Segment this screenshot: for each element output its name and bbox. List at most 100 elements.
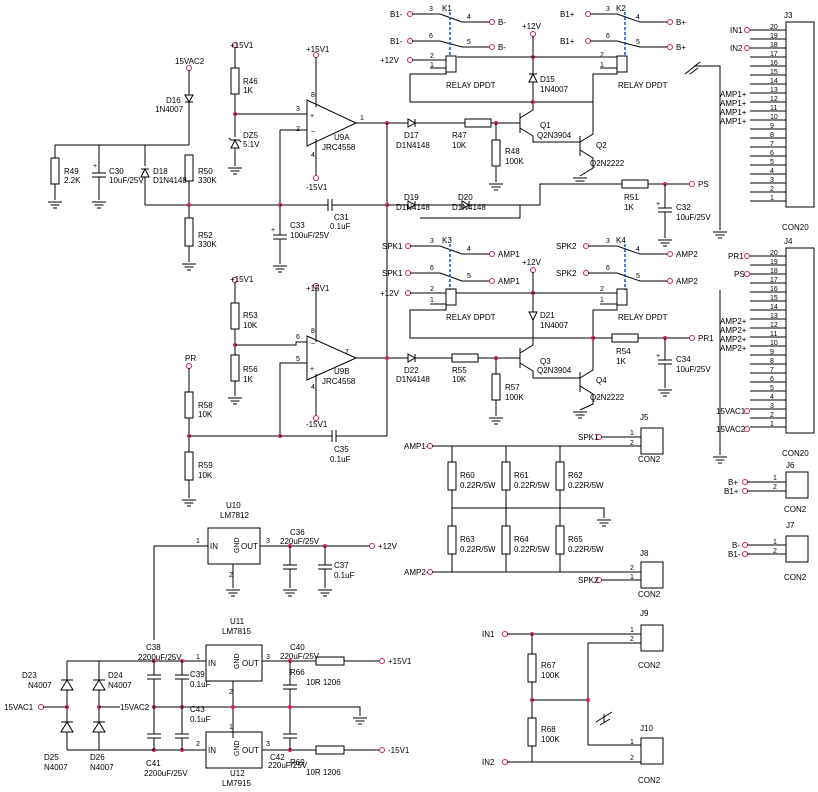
d21-diode [528, 311, 538, 322]
j8-value: CON2 [638, 590, 661, 599]
j3pins-pin-number: 4 [770, 168, 774, 175]
j4pins-pin-number: 5 [770, 385, 774, 392]
j4pins-pin-number: 4 [770, 394, 774, 401]
svg-text:1: 1 [196, 654, 200, 661]
svg-text:2: 2 [229, 572, 233, 579]
svg-text:OUT: OUT [242, 746, 259, 755]
q3-transistor [519, 362, 580, 379]
u10-value: LM7812 [220, 511, 249, 520]
d21-ref: D21 [540, 311, 555, 320]
svg-text:6: 6 [430, 265, 434, 272]
svg-text:3: 3 [296, 106, 300, 113]
u9a-comparator: +15V1 R46 1K DZ5 5.1V + − 3 2 1 8 4 U9A … [227, 41, 408, 436]
u9a-value: JRC4558 [322, 143, 356, 152]
j9-body [640, 624, 664, 652]
svg-text:2: 2 [630, 565, 634, 572]
output-shunt-network: AMP1- SPK1 1 2 J5 CON2 R60 0.22R/5W R61 … [404, 413, 664, 599]
j3pins-pin-number: 10 [770, 114, 778, 121]
svg-text:1: 1 [630, 430, 634, 437]
j4pins-pin-number: 13 [770, 313, 778, 320]
svg-text:1: 1 [430, 297, 434, 304]
r59-resistor [184, 451, 194, 481]
vac2-bridge-label: 15VAC2 [120, 703, 150, 712]
u11-ref: U11 [230, 617, 245, 626]
c37-ref: C37 [334, 561, 349, 570]
j4pins-pin-number: 18 [770, 268, 778, 275]
j4pins-pin-number: 8 [770, 358, 774, 365]
r49-resistor [50, 157, 60, 185]
k4-spk2-label: SPK2 [556, 242, 577, 251]
k4-vcc-label: +12V [522, 258, 542, 267]
u9b-comparator: +15V1 R53 10K R56 1K − + 6 5 7 8 4 U9B J… [181, 275, 714, 507]
q4-transistor [579, 385, 594, 411]
amp1m-label: AMP1- [404, 442, 429, 451]
pr1-output-pin[interactable] [689, 335, 695, 341]
d26-ref: D26 [90, 753, 105, 762]
k3-label: RELAY DPDT [446, 313, 496, 322]
d23-value: N4007 [28, 681, 52, 690]
d20-ref: D20 [458, 193, 473, 202]
r56-ref: R56 [243, 365, 258, 374]
d25-diode [60, 721, 74, 733]
d20-diode [461, 200, 471, 210]
svg-text:4: 4 [467, 246, 471, 253]
c31-ref: C31 [334, 213, 349, 222]
j6-ref: J6 [786, 461, 795, 470]
svg-text:2: 2 [773, 484, 777, 491]
r51-value: 1K [624, 203, 634, 212]
u12-value: LM7915 [222, 779, 251, 788]
r53-ref: R53 [243, 311, 258, 320]
svg-text:2: 2 [196, 741, 200, 748]
j4pins-pin-number: 6 [770, 376, 774, 383]
u10-ref: U10 [226, 501, 241, 510]
j3-value: CON20 [782, 223, 809, 232]
q1-ref: Q1 [540, 121, 551, 130]
r52-ref: R52 [198, 231, 213, 240]
r68-value: 100K [541, 735, 560, 744]
vac2-input-pin[interactable] [186, 65, 192, 71]
j4-vac1-label: 15VAC1 [716, 407, 746, 416]
pr1-label: PR1 [698, 334, 714, 343]
j4pins-pin-number: 10 [770, 340, 778, 347]
vac-sense-circuit: 15VAC2 D16 1N4007 R49 2.2K + C30 10uF/25… [47, 57, 280, 271]
j3pins-pin-number: 14 [770, 78, 778, 85]
k1-bm-label-2: B- [498, 43, 506, 52]
svg-text:8: 8 [311, 328, 315, 335]
j4pins-pin-number: 7 [770, 367, 774, 374]
j3pins-pin-number: 7 [770, 141, 774, 148]
j6-bp-label: B+ [728, 478, 738, 487]
svg-text:+: + [656, 201, 660, 208]
u11-value: LM7815 [222, 627, 251, 636]
r55-ref: R55 [452, 366, 467, 375]
dz5-value: 5.1V [243, 140, 260, 149]
svg-text:4: 4 [467, 14, 471, 21]
ps-output-pin[interactable] [689, 181, 695, 187]
j3pins-pin-number: 13 [770, 87, 778, 94]
j4-vac2-label: 15VAC2 [716, 425, 746, 434]
d15-value: 1N4007 [540, 85, 569, 94]
k2-relay-coil [616, 55, 628, 73]
r63-value: 0.22R/5W [460, 545, 496, 554]
c31-value: 0.1uF [330, 222, 351, 231]
r58-value: 10K [198, 410, 213, 419]
d15-ref: D15 [540, 75, 555, 84]
r67-resistor [527, 653, 537, 683]
r48-value: 100K [505, 157, 524, 166]
r62-value: 0.22R/5W [568, 481, 604, 490]
d17-diode [407, 118, 417, 128]
j3-connector: J3 CON20 2019181716151413121110987654321… [684, 11, 815, 239]
r61-ref: R61 [514, 471, 529, 480]
q2-value: Q2N2222 [590, 159, 625, 168]
c37-value: 0.1uF [334, 571, 355, 580]
r54-value: 1K [616, 357, 626, 366]
j3pins-pin-number: 20 [770, 24, 778, 31]
svg-text:4: 4 [636, 246, 640, 253]
j3pins-pin-number: 16 [770, 60, 778, 67]
c38-ref: C38 [146, 643, 161, 652]
k1-b1m-label: B1- [390, 10, 403, 19]
svg-text:3: 3 [266, 538, 270, 545]
j4pins-pin-number: 3 [770, 403, 774, 410]
j4-amp2p-label-2: AMP2+ [720, 326, 747, 335]
battery-connectors: B+ B1+ 1 2 J6 CON2 B- B1- 1 2 J7 CON2 [724, 461, 809, 582]
r47-value: 10K [452, 141, 467, 150]
